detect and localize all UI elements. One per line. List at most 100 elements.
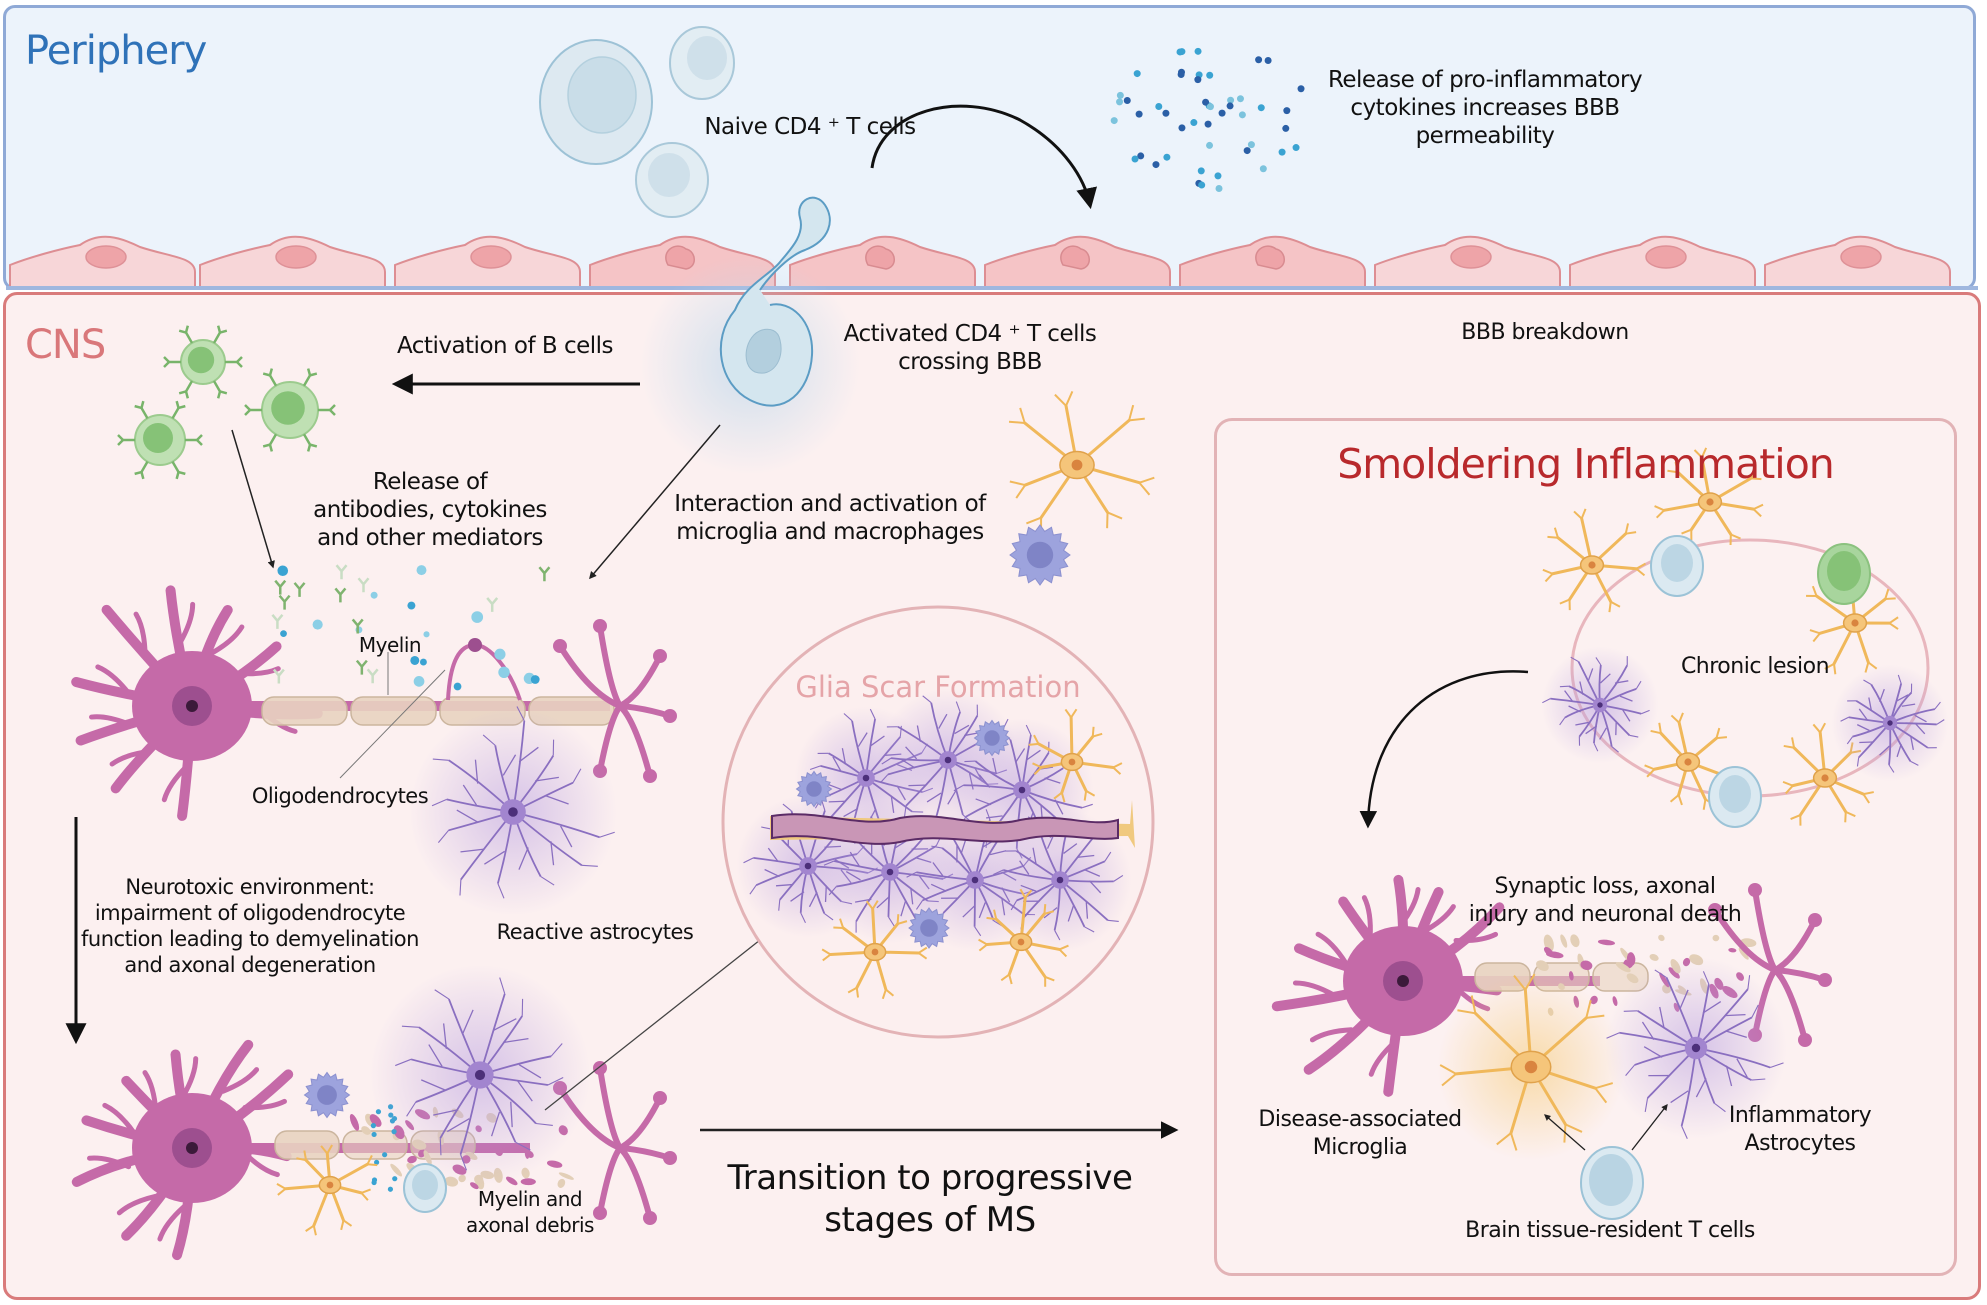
branch (1025, 724, 1032, 736)
cytokine-dot (1123, 97, 1131, 105)
antibody (278, 594, 291, 610)
macrophage-nucleus (806, 781, 822, 797)
branch (437, 829, 450, 843)
branch (1009, 480, 1026, 487)
debris-fragment (1649, 954, 1659, 961)
branch (1629, 734, 1639, 738)
nucleus (944, 756, 952, 764)
branch (1439, 1064, 1457, 1075)
branch (775, 883, 793, 887)
reactive-astrocyte-icon (409, 706, 617, 916)
nucleus (474, 1069, 486, 1081)
branch (918, 946, 928, 954)
branch (764, 868, 780, 878)
cytokine-dot (1227, 96, 1235, 104)
axon-terminal (617, 1095, 663, 1151)
branch (1000, 973, 1010, 982)
branch (1646, 768, 1656, 778)
endothelial-nucleus (1255, 245, 1285, 270)
branch (1608, 601, 1612, 613)
antibody-stem (268, 374, 278, 387)
debris-fragment (1570, 934, 1580, 948)
tissue-resident-t-cells-label: Brain tissue-resident T cells (1465, 1218, 1755, 1243)
cytokine (413, 676, 425, 687)
t-cell-icon (403, 1163, 447, 1213)
branch (499, 977, 506, 994)
cytokine-dot (1137, 152, 1145, 160)
branch (277, 1187, 287, 1196)
cytokine-dot (1236, 95, 1244, 103)
synaptic-loss-label: Synaptic loss, axonal injury and neurona… (1468, 874, 1742, 927)
antibody-stem (212, 331, 222, 344)
branch (930, 883, 947, 892)
branch (1092, 732, 1103, 738)
branch (1915, 723, 1926, 735)
branch (823, 912, 834, 921)
terminal-bouton (593, 619, 607, 633)
oligodendrocyte-soma (468, 638, 482, 652)
branch (1599, 727, 1607, 740)
branch (1575, 721, 1589, 726)
trm-to-microglia-arrow (1544, 1114, 1586, 1151)
nucleus (1851, 619, 1859, 627)
cytokine-dot (1278, 148, 1286, 156)
branch (484, 850, 506, 865)
antibody-arm (196, 439, 203, 446)
branch (1751, 1078, 1766, 1081)
branch (1715, 727, 1721, 739)
branch (1695, 1078, 1707, 1098)
branch (1654, 969, 1667, 978)
branch (1747, 975, 1751, 990)
branch (550, 1043, 563, 1057)
nucleus (1017, 938, 1025, 946)
branch (1104, 851, 1112, 862)
nucleus (508, 807, 518, 817)
branch (446, 1118, 470, 1133)
branch (993, 909, 998, 920)
antibody-stem (212, 380, 222, 393)
branch (871, 900, 879, 910)
branch (1730, 533, 1741, 540)
branch (1070, 708, 1078, 718)
dendrite-branch (1453, 931, 1499, 944)
debris-fragment (520, 1178, 536, 1186)
branch (1060, 792, 1066, 803)
antibody-arm (306, 368, 312, 376)
branch (516, 706, 525, 721)
branch (905, 746, 918, 760)
oligodendrocytes-label: Oligodendrocytes (251, 784, 429, 808)
nucleus (1691, 1043, 1701, 1053)
branch (1785, 784, 1794, 795)
branch (1614, 680, 1629, 684)
branch (1113, 874, 1124, 882)
branch (1888, 616, 1899, 624)
branch (550, 841, 555, 866)
branch (1580, 508, 1587, 519)
cytokine-dot (1152, 161, 1160, 169)
cytokine-dot (1178, 48, 1186, 56)
branch (1910, 760, 1919, 766)
nucleus (1056, 876, 1064, 884)
branch (841, 748, 847, 765)
axon-terminal (597, 623, 623, 709)
cytokine-dot (1238, 111, 1246, 119)
branch (1082, 803, 1093, 809)
branch (1470, 995, 1477, 1014)
branch (1085, 789, 1096, 797)
branch (1856, 757, 1860, 767)
cytokine (419, 658, 427, 666)
cytokine-dot (1110, 117, 1118, 125)
branch (1863, 679, 1872, 685)
branch (938, 713, 948, 729)
branch (518, 1064, 542, 1079)
cytokine (498, 666, 510, 679)
cytokine (371, 1131, 377, 1138)
branch (326, 1144, 333, 1154)
cytokine-dot (1116, 98, 1124, 106)
branch (1863, 791, 1874, 796)
debris-fragment (349, 1114, 360, 1131)
cytokine-dot (1206, 103, 1214, 111)
branch (880, 774, 889, 783)
branch (782, 803, 792, 812)
antibody-stem (184, 331, 194, 344)
